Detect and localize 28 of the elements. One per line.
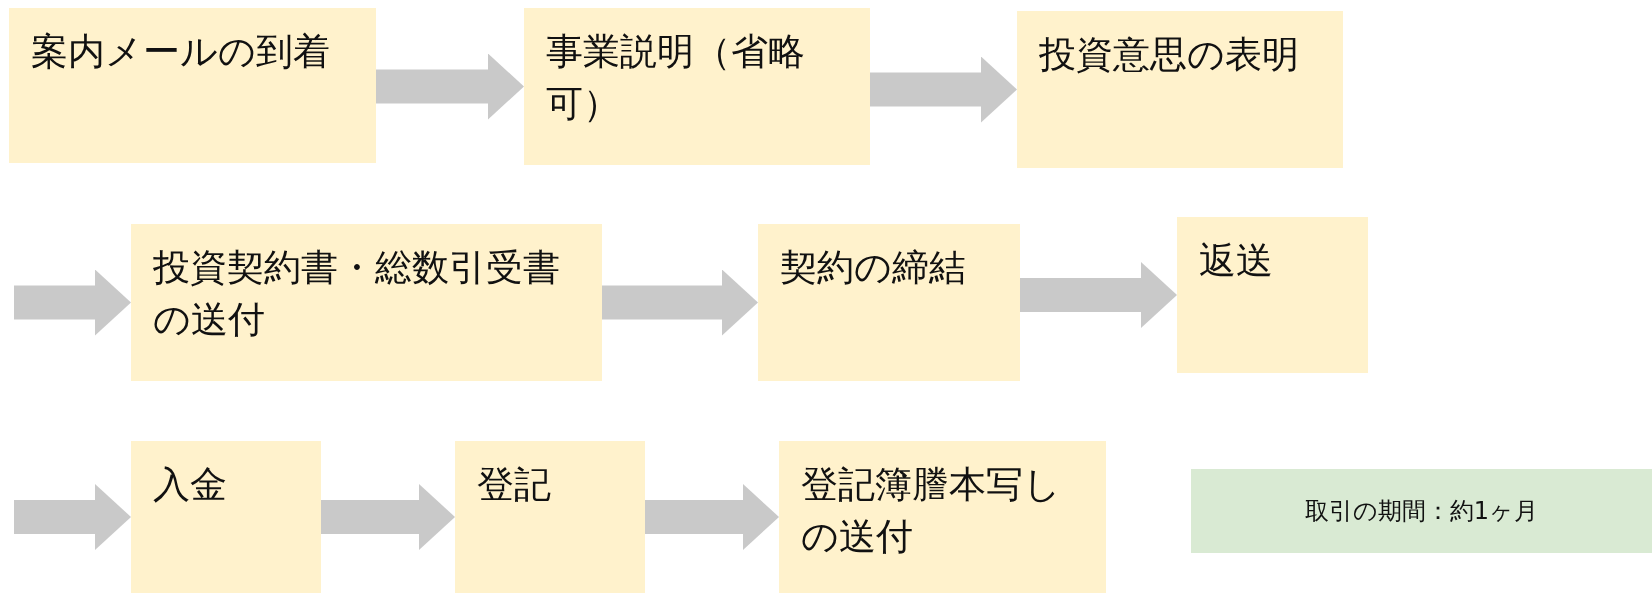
process-box — [131, 224, 602, 381]
process-box — [758, 224, 1020, 381]
block-arrow — [645, 484, 779, 550]
block-arrow — [870, 56, 1017, 123]
step-text: 投資意思の表明 — [1039, 32, 1300, 78]
process-box — [131, 441, 321, 593]
block-arrow — [14, 269, 131, 336]
step-text: 投資契約書・総数引受書の送付 — [153, 245, 561, 343]
step-text: 登記簿謄本写しの送付 — [801, 462, 1062, 560]
process-box — [9, 8, 376, 163]
step-text: 案内メールの到着 — [31, 29, 331, 75]
step-text: 事業説明（省略可） — [546, 29, 806, 127]
step-text: 返送 — [1199, 238, 1274, 284]
process-box — [455, 441, 645, 593]
block-arrow — [14, 484, 131, 550]
note-text: 取引の期間：約1ヶ月 — [1304, 496, 1539, 527]
note-box — [1191, 469, 1652, 553]
block-arrow — [1020, 262, 1177, 328]
process-box — [1177, 217, 1368, 373]
block-arrow — [602, 269, 758, 336]
block-arrow — [376, 53, 524, 120]
process-box — [779, 441, 1106, 593]
step-text: 入金 — [153, 462, 228, 508]
block-arrow — [321, 484, 455, 550]
step-text: 登記 — [477, 462, 552, 508]
step-text: 契約の締結 — [780, 245, 967, 291]
process-box — [1017, 11, 1343, 168]
process-box — [524, 8, 870, 165]
